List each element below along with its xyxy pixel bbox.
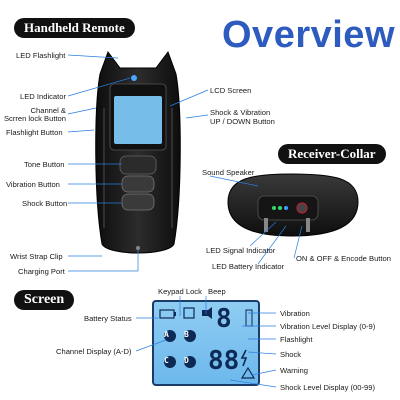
screen-title: Screen xyxy=(14,290,75,310)
vibration-digit: 8 xyxy=(216,304,232,334)
collar-title: Receiver-Collar xyxy=(278,144,386,164)
label-vibration-button: Vibration Button xyxy=(6,180,60,189)
label-tone-button: Tone Button xyxy=(24,160,65,169)
label-shock-button: Shock Button xyxy=(22,199,68,208)
label-led-indicator: LED Indicator xyxy=(20,92,67,101)
label-battery-status: Battery Status xyxy=(84,314,132,323)
label-led-flashlight: LED Flashlight xyxy=(16,51,66,60)
label-sound-speaker: Sound Speaker xyxy=(202,168,255,177)
label-flashlight-button: Flashlight Button xyxy=(6,128,63,137)
label-led-battery: LED Battery Indicator xyxy=(212,262,285,271)
label-shock: Shock xyxy=(280,350,302,359)
channel-d: D xyxy=(184,356,189,365)
label-on-off-encode: ON & OFF & Encode Button xyxy=(296,254,391,263)
label-led-signal: LED Signal Indicator xyxy=(206,246,276,255)
remote-title: Handheld Remote xyxy=(14,18,135,38)
label-shock-vibration-2: UP / DOWN Button xyxy=(210,117,275,126)
label-shock-level: Shock Level Display (00-99) xyxy=(280,383,375,392)
label-wrist-strap: Wrist Strap Clip xyxy=(10,252,63,261)
overview-title: Overview xyxy=(222,14,395,56)
label-warning: Warning xyxy=(280,366,308,375)
label-vibration: Vibration xyxy=(280,309,310,318)
label-lcd-screen: LCD Screen xyxy=(210,86,252,95)
receiver-collar-illustration xyxy=(227,173,359,237)
shock-digits: 88 xyxy=(208,346,240,376)
label-channel-display: Channel Display (A-D) xyxy=(56,347,132,356)
channel-c: C xyxy=(164,356,169,365)
channel-b: B xyxy=(184,330,189,339)
label-charging-port: Charging Port xyxy=(18,267,65,276)
label-keypad-lock: Keypad Lock xyxy=(158,287,202,296)
label-flashlight: Flashlight xyxy=(280,335,313,344)
label-channel-lock-2: Scrren lock Button xyxy=(3,114,66,123)
label-channel-lock-1: Channel & xyxy=(30,106,66,115)
lcd-icons xyxy=(159,307,256,379)
label-beep: Beep xyxy=(208,287,226,296)
channel-a: A xyxy=(164,330,169,339)
label-shock-vibration-1: Shock & Vibration xyxy=(210,108,271,117)
lcd-screen-detail: 8 88 A B C D xyxy=(152,300,260,386)
label-vibration-level: Vibration Level Display (0-9) xyxy=(280,322,376,331)
handheld-remote-illustration xyxy=(95,50,181,254)
